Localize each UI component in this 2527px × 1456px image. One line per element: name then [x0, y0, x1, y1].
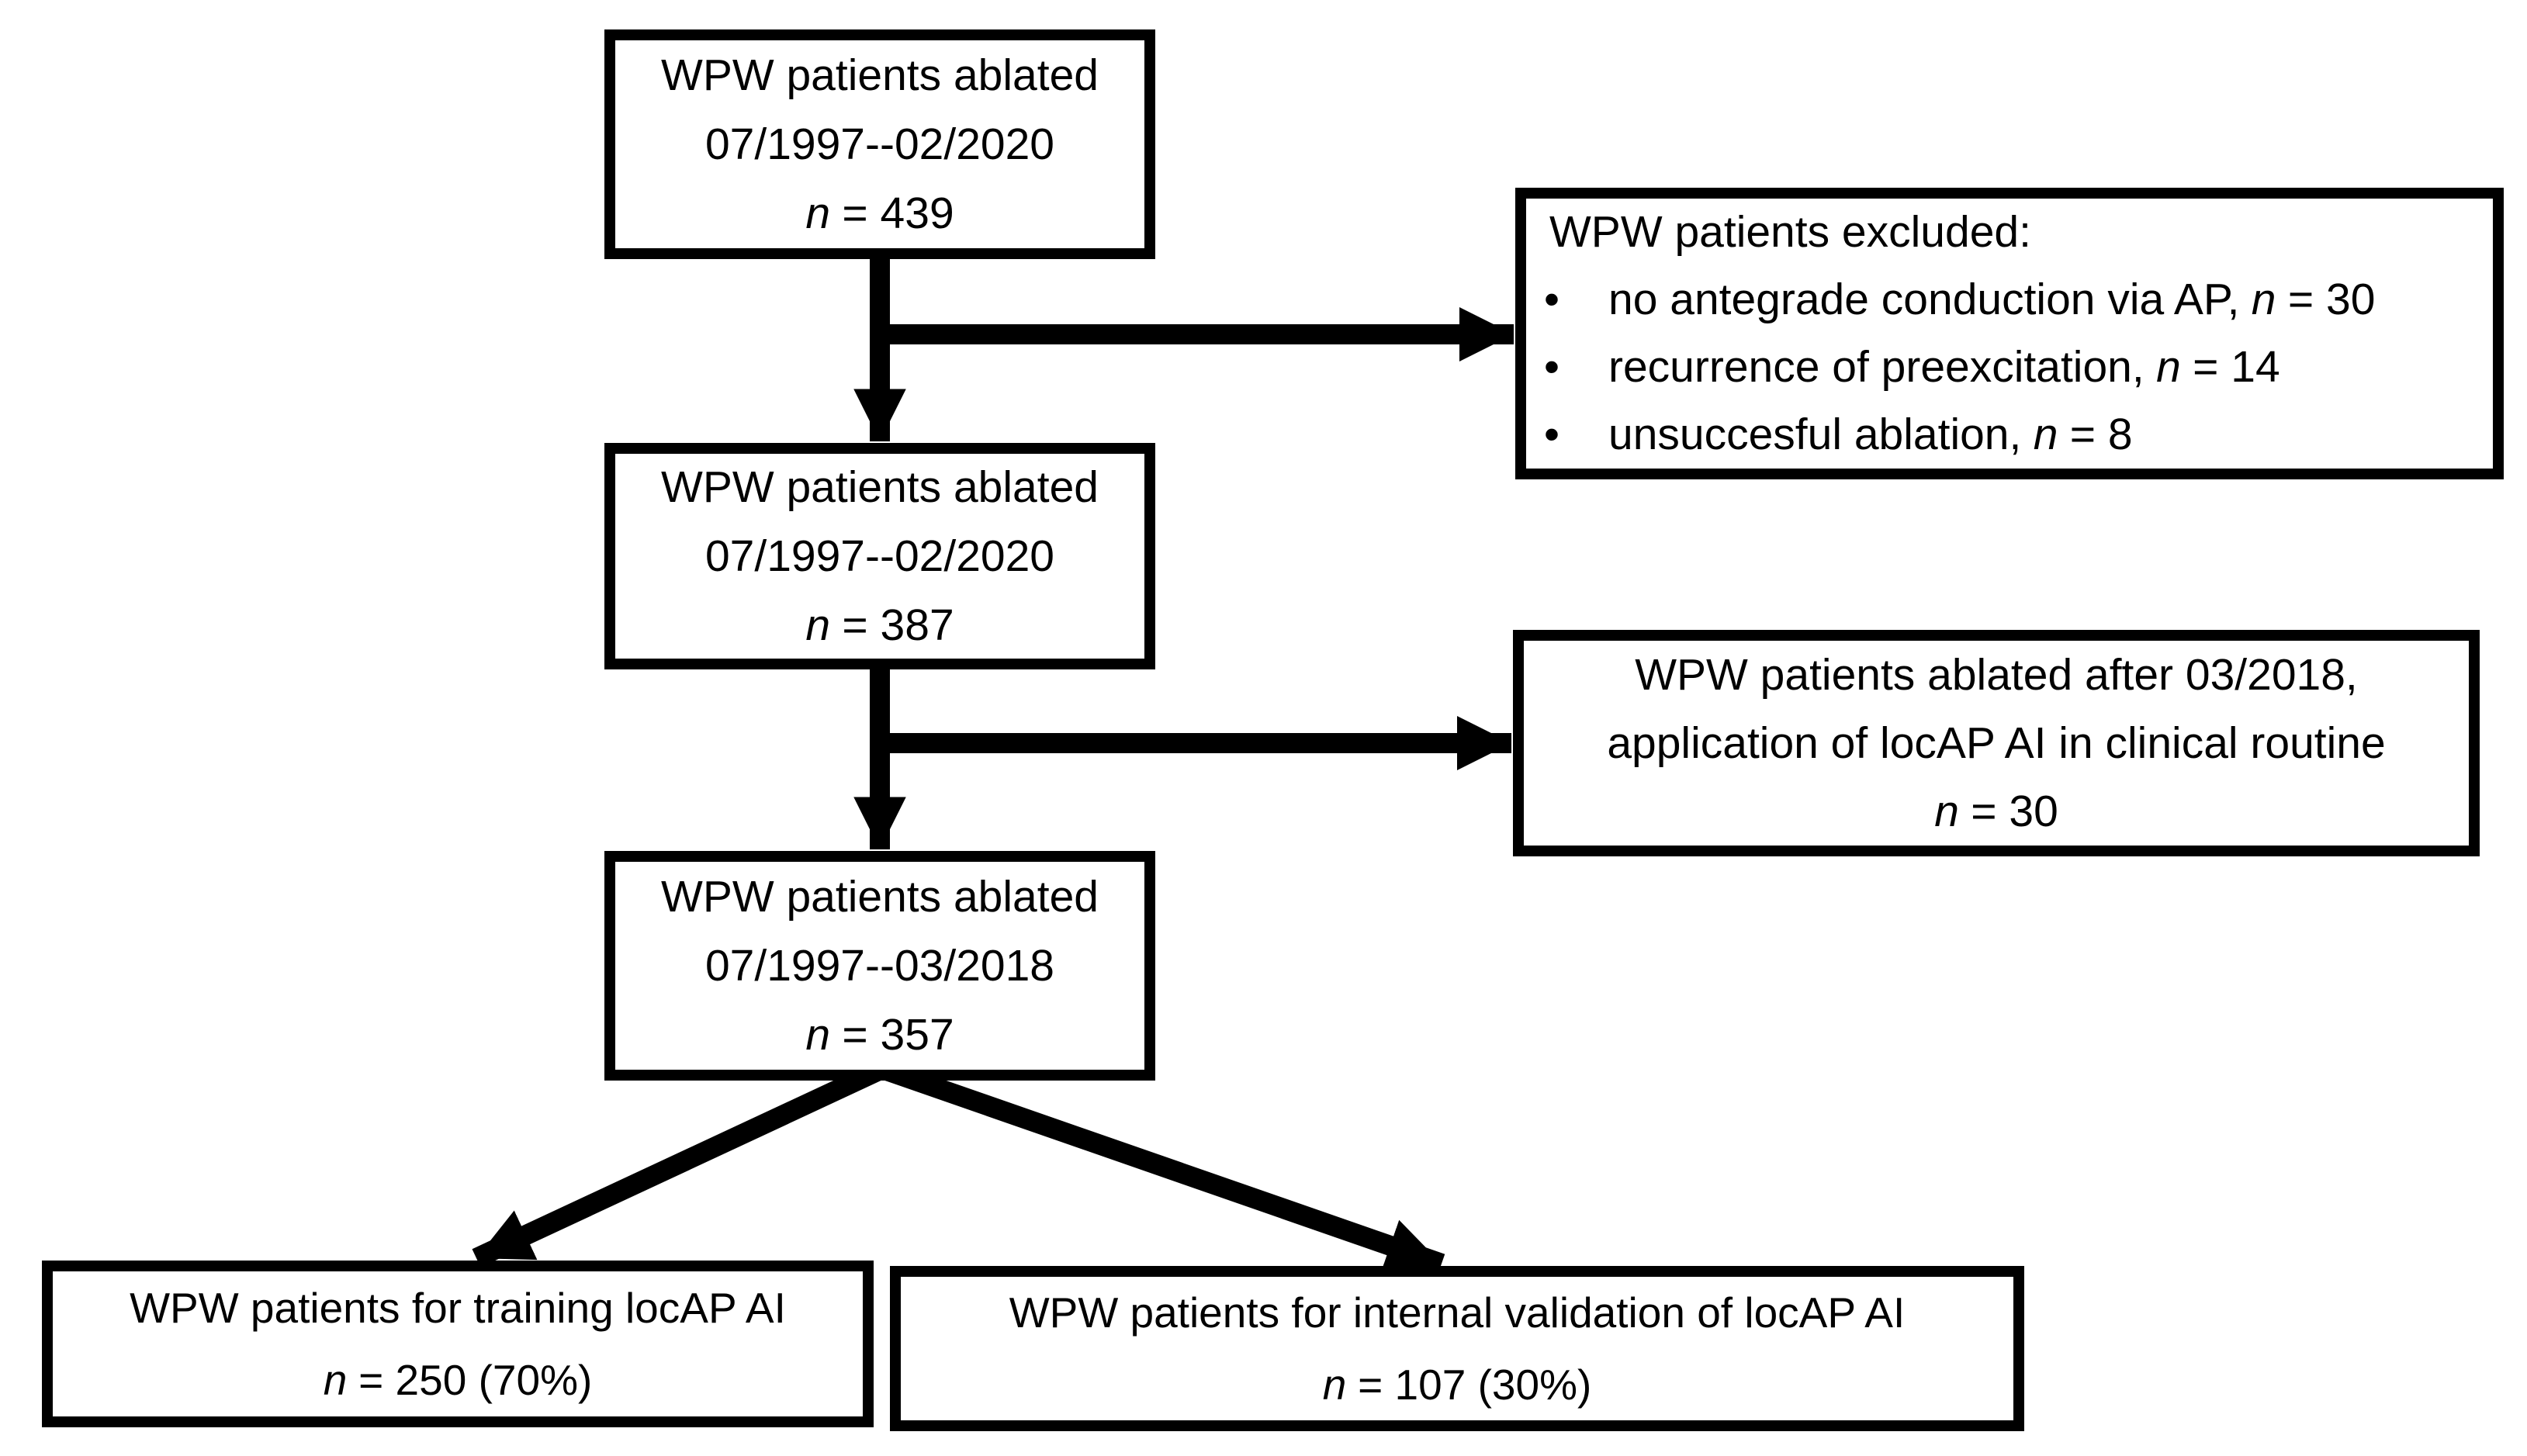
box-title: WPW patients ablated [661, 462, 1099, 512]
n-symbol: n [805, 1009, 831, 1060]
n-value: = 439 [842, 188, 954, 238]
n-value: = 357 [842, 1009, 954, 1060]
excluded-item: • no antegrade conduction via AP,n= 30 [1526, 266, 2493, 334]
box-n-count: n= 30 [1934, 777, 2058, 846]
bullet-icon: • [1544, 410, 1559, 459]
excluded-item: • unsuccesful ablation,n= 8 [1526, 401, 2493, 469]
excluded-item-text: unsuccesful ablation,n= 8 [1608, 410, 2133, 459]
box-period: 07/1997--02/2020 [704, 531, 1055, 581]
box-n-count: n= 387 [805, 591, 954, 660]
box-line: WPW patients for training locAP AI [130, 1283, 786, 1332]
excluded-item-text: no antegrade conduction via AP,n= 30 [1608, 275, 2376, 324]
n-value: = 250 (70%) [358, 1355, 593, 1404]
n-symbol: n [1934, 787, 1959, 836]
n-value: = 30 [1971, 787, 2058, 836]
box-period: 07/1997--02/2020 [704, 119, 1055, 169]
n-symbol: n [1322, 1360, 1347, 1409]
box-period: 07/1997--03/2018 [704, 940, 1055, 991]
n-value: = 387 [842, 600, 954, 650]
flow-box-excluded: WPW patients excluded: • no antegrade co… [1515, 188, 2504, 479]
flow-box-cohort-439: WPW patients ablated 07/1997--02/2020 n=… [604, 29, 1155, 259]
flow-box-cohort-357: WPW patients ablated 07/1997--03/2018 n=… [604, 851, 1155, 1081]
n-symbol: n [323, 1355, 348, 1404]
n-symbol: n [2033, 410, 2058, 459]
box-title: WPW patients ablated [661, 871, 1099, 922]
box-title: WPW patients ablated [661, 50, 1099, 100]
flow-box-validation: WPW patients for internal validation of … [890, 1266, 2024, 1431]
n-value: = 14 [2193, 342, 2280, 392]
n-symbol: n [2251, 275, 2276, 324]
flow-box-cohort-387: WPW patients ablated 07/1997--02/2020 n=… [604, 443, 1155, 669]
excluded-item-text: recurrence of preexcitation,n= 14 [1608, 342, 2280, 392]
flow-box-training: WPW patients for training locAP AI n= 25… [42, 1261, 874, 1427]
n-value: = 107 (30%) [1358, 1360, 1592, 1409]
box-n-count: n= 357 [805, 1001, 954, 1070]
box-n-count: n= 439 [805, 179, 954, 248]
n-symbol: n [805, 188, 831, 238]
box-n-count: n= 250 (70%) [324, 1344, 593, 1416]
bullet-icon: • [1544, 275, 1559, 324]
n-value: = 8 [2069, 410, 2133, 459]
arrow-cohort3-to-validation [878, 1059, 1445, 1274]
excluded-item: • recurrence of preexcitation,n= 14 [1526, 334, 2493, 401]
box-line: WPW patients ablated after 03/2018, [1635, 650, 2358, 700]
n-symbol: n [805, 600, 831, 650]
box-line: WPW patients for internal validation of … [1009, 1288, 1906, 1337]
box-n-count: n= 107 (30%) [1323, 1349, 1592, 1421]
flow-box-clinical-routine: WPW patients ablated after 03/2018, appl… [1513, 630, 2480, 856]
arrow-cohort3-to-training [472, 1060, 887, 1268]
n-symbol: n [2156, 342, 2181, 392]
n-value: = 30 [2287, 275, 2376, 324]
bullet-icon: • [1544, 342, 1559, 392]
excluded-heading: WPW patients excluded: [1549, 207, 2031, 257]
box-line: application of locAP AI in clinical rout… [1607, 718, 2386, 768]
